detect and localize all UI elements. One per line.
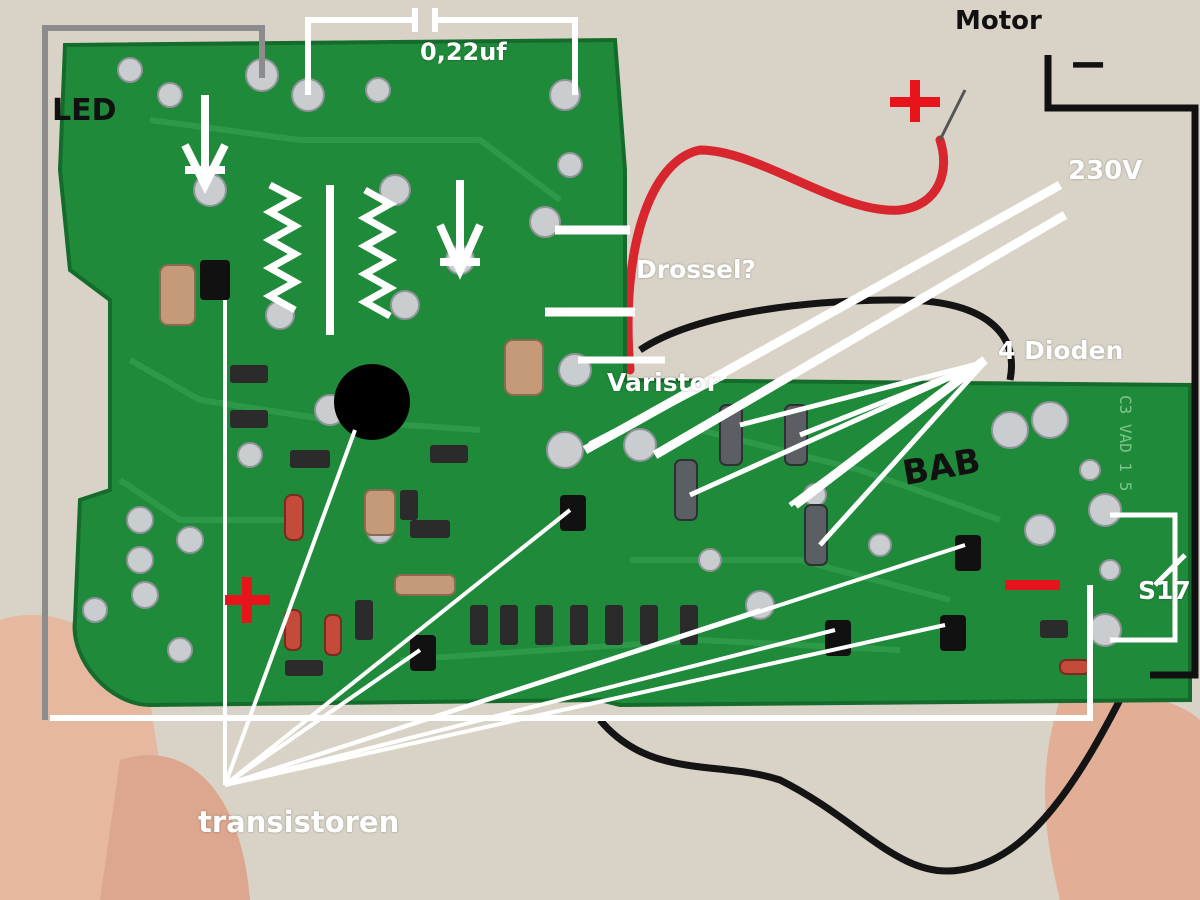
motor-wire-outline (1044, 55, 1199, 679)
capacitor-wire (305, 17, 578, 95)
capacitor-symbol (412, 8, 438, 32)
motor-minus-sign: − (1068, 36, 1109, 92)
voltage-label: 230V (1068, 156, 1143, 186)
component-dot (334, 364, 410, 440)
red-plus-board (225, 577, 270, 623)
varistor-pointer (588, 371, 727, 449)
diodes-label: 4 Dioden (998, 336, 1124, 365)
ceramic-capacitors (159, 264, 544, 596)
led-arrow-left (181, 95, 229, 194)
glass-diodes (284, 494, 1091, 675)
choke-label: Drossel? (636, 255, 757, 284)
pcb-board (57, 37, 1192, 708)
silkscreen-code: C3 VAD 1 5 (1116, 395, 1135, 491)
led-wire-outline (42, 25, 265, 720)
red-motor-wire (623, 135, 949, 375)
capacitor-label: 0,22uf (420, 38, 507, 66)
black-wire-bottom (597, 678, 1134, 875)
switch-bracket (1110, 512, 1178, 643)
red-plus-motor (890, 80, 940, 122)
led-arrow-right (436, 180, 484, 280)
finger-right (1045, 691, 1200, 900)
voltage-line-2 (652, 211, 1068, 459)
transistors-label: transistoren (198, 805, 400, 839)
diode-pointer-bold (792, 356, 988, 509)
switch-label: S17 (1138, 576, 1191, 605)
bottom-return-wire (50, 585, 1093, 721)
wire-tip (938, 89, 967, 141)
motor-label: Motor (955, 6, 1042, 36)
varistor-label: Varistor (607, 368, 720, 397)
led-label: LED (52, 93, 117, 128)
coil-right (357, 186, 398, 320)
transistor-pointers (223, 300, 966, 787)
finger-left-middle (100, 755, 250, 900)
coil-left (262, 181, 303, 314)
black-wire-top (638, 296, 1015, 381)
switch-contact (1153, 553, 1187, 587)
